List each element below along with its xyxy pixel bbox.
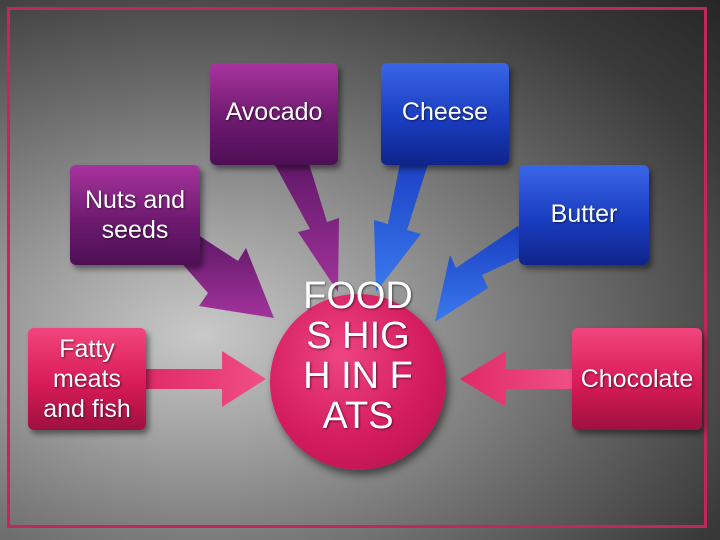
arrow-nuts — [178, 233, 274, 318]
arrow-avocado — [275, 157, 339, 292]
arrow-cheese — [374, 153, 428, 292]
food-label-chocolate: Chocolate — [580, 365, 694, 393]
arrow-butter — [435, 226, 532, 322]
food-box-butter: Butter — [519, 165, 649, 265]
arrow-chocolate — [460, 351, 572, 407]
food-box-chocolate: Chocolate — [572, 328, 702, 430]
food-label-nuts-and-seeds: Nuts and seeds — [84, 186, 186, 244]
center-circle — [270, 294, 446, 470]
food-box-nuts-and-seeds: Nuts and seeds — [70, 165, 200, 265]
food-box-fatty-meats-and-fish: Fatty meats and fish — [28, 328, 146, 430]
center-title: FOODS HIGH IN FATS — [303, 275, 413, 437]
food-label-butter: Butter — [550, 200, 618, 228]
food-label-avocado: Avocado — [225, 98, 323, 126]
food-box-avocado: Avocado — [210, 63, 338, 165]
arrow-fatty — [146, 351, 266, 407]
food-box-cheese: Cheese — [381, 63, 509, 165]
food-label-cheese: Cheese — [401, 98, 489, 126]
food-label-fatty-meats-and-fish: Fatty meats and fish — [43, 335, 131, 423]
